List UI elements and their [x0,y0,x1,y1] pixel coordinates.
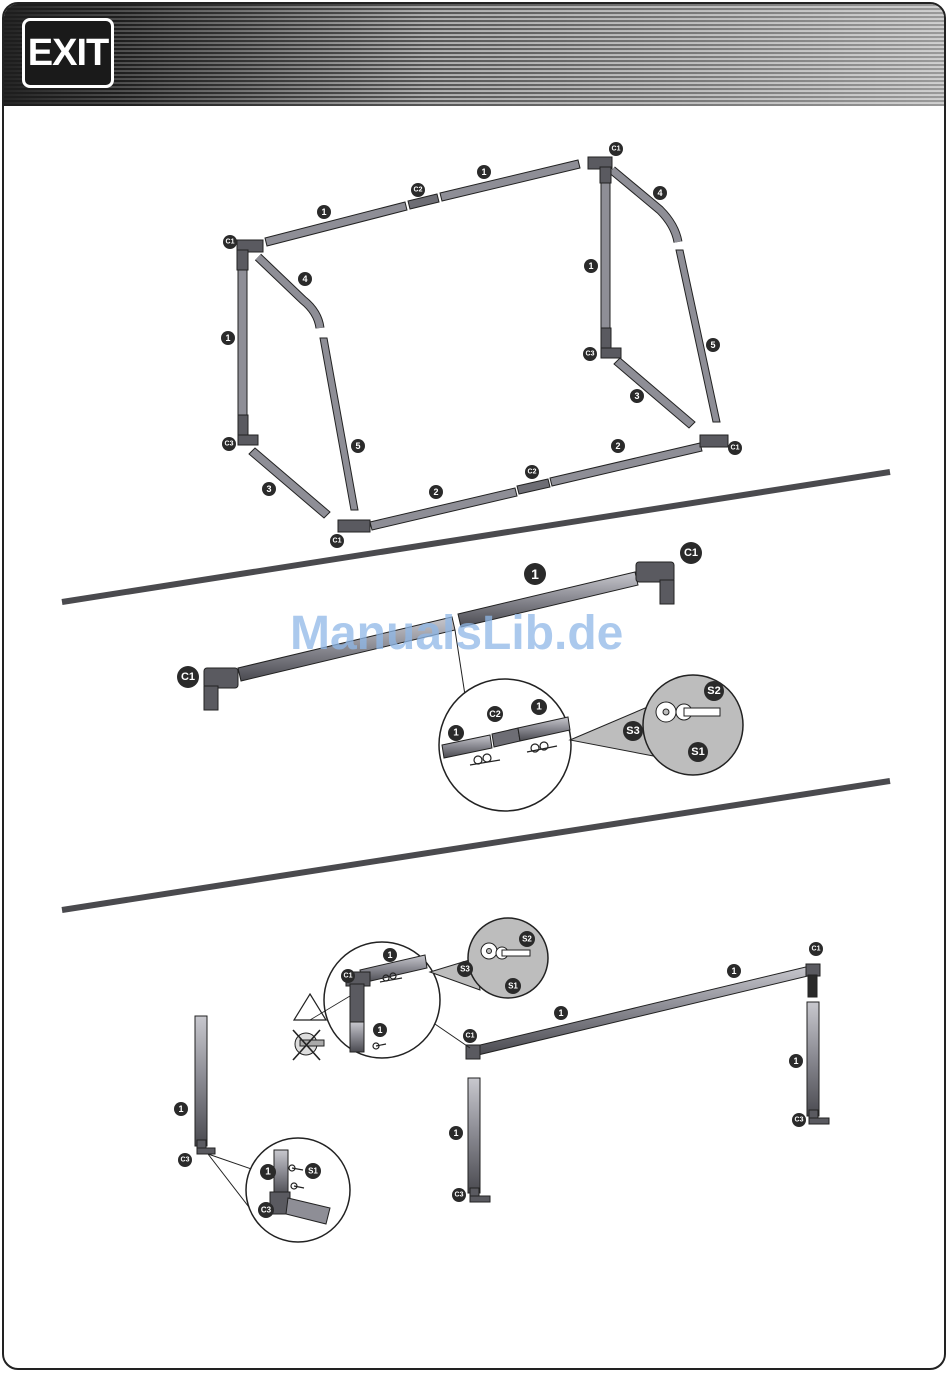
label-c1: C1 [466,1033,475,1040]
label-s3: S3 [460,965,470,974]
label-1: 1 [225,333,230,343]
label-5: 5 [355,441,360,451]
label-4: 4 [657,188,662,198]
tube-right-post [601,183,610,328]
label-1: 1 [453,1128,458,1138]
label-1: 1 [377,1025,382,1035]
step3-frame-mount: 1 1 1 1 1 C1 C1 C3 C3 C3 1 1 C1 [174,918,829,1242]
label-c1: C1 [333,538,342,545]
label-c1: C1 [812,946,821,953]
label-s2: S2 [707,685,720,697]
label-c1: C1 [684,547,698,559]
label-c2: C2 [528,469,537,476]
label-c2: C2 [489,709,501,719]
label-c1: C1 [181,671,195,683]
label-c3: C3 [455,1192,464,1199]
label-s1: S1 [508,982,518,991]
warning-triangle-icon [294,994,326,1020]
label-c1: C1 [612,146,621,153]
label-s2: S2 [522,935,532,944]
label-s1: S1 [691,746,704,758]
label-1: 1 [481,167,486,177]
tube-top-right [440,160,580,201]
tube-back-right [676,250,720,422]
label-1: 1 [731,966,736,976]
label-1: 1 [321,207,326,217]
label-1: 1 [178,1104,183,1114]
label-s3: S3 [626,725,639,737]
crossbar-corner-left [204,668,238,688]
label-c3: C3 [795,1117,804,1124]
step3-post-left [195,1016,207,1146]
label-2: 2 [433,487,438,497]
label-c1: C1 [344,973,353,980]
step1-goal-frame: 1 1 1 1 2 2 3 3 4 4 5 5 C1 C1 C1 C1 C2 C… [221,142,742,548]
label-1: 1 [588,261,593,271]
label-c1: C1 [226,239,235,246]
label-1: 1 [453,728,459,739]
tube-top-left [265,202,407,246]
crossbar-corner-right [636,562,674,582]
tube-left-post [238,270,247,415]
label-3: 3 [634,391,639,401]
tube-ground-right [614,358,695,428]
label-1: 1 [387,950,392,960]
label-1: 1 [558,1008,563,1018]
label-c3: C3 [586,351,595,358]
label-c3: C3 [181,1157,190,1164]
label-4: 4 [302,274,307,284]
label-5: 5 [710,340,715,350]
label-c2: C2 [414,187,423,194]
foot-detail-circle [246,1138,350,1242]
step3-post-right [807,1002,819,1116]
tube-bottom-right [550,443,702,486]
label-c3: C3 [225,441,234,448]
label-1: 1 [536,702,542,713]
label-1: 1 [265,1167,271,1178]
label-c1: C1 [731,445,740,452]
connector-top [408,194,439,209]
step2-crossbar: 1 C1 C1 1 1 C2 S2 S3 S1 [177,542,743,811]
corner-bottom-right [700,435,728,447]
watermark: ManualsLib.de [290,606,623,661]
corner-bottom-left [338,520,370,532]
label-1: 1 [531,566,539,582]
tube-ground-left [249,448,330,518]
label-s1: S1 [308,1167,318,1176]
tube-back-left [320,338,358,510]
connector-bottom [517,479,550,494]
label-1: 1 [793,1056,798,1066]
label-2: 2 [615,441,620,451]
tube-bottom-left [370,488,517,530]
label-3: 3 [266,484,271,494]
no-power-drill-icon [293,1030,324,1060]
step-divider-1 [62,472,890,602]
foot-right [601,328,611,350]
label-c3: C3 [261,1206,272,1215]
foot-left [238,415,248,437]
step3-post-middle [468,1078,480,1193]
